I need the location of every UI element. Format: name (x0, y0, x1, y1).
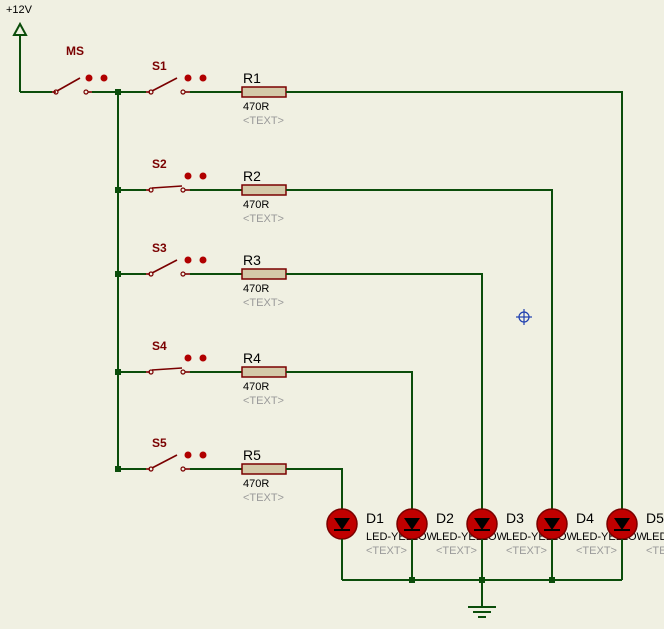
switch-4[interactable]: S4 (146, 339, 207, 375)
led-text: <TEXT> (576, 545, 617, 557)
resistor-value: 470R (243, 381, 269, 393)
junction-dot (549, 577, 555, 583)
junction-dot (115, 89, 121, 95)
junction-dot (115, 271, 121, 277)
ground-symbol[interactable] (468, 580, 496, 618)
resistor-name: R5 (243, 447, 261, 463)
resistor-text: <TEXT> (243, 297, 284, 309)
led-type: LED-YELLOW (646, 531, 664, 543)
switch-3[interactable]: S3 (146, 241, 207, 277)
resistor-text: <TEXT> (243, 213, 284, 225)
resistor-value: 470R (243, 478, 269, 490)
junction-dot (115, 369, 121, 375)
resistor-name: R1 (243, 70, 261, 86)
switch-1[interactable]: S1 (146, 59, 207, 95)
master-switch[interactable]: MS (52, 44, 108, 95)
switch-label: S4 (152, 339, 167, 353)
resistor-1[interactable]: R1 470R <TEXT> (241, 70, 287, 127)
resistor-value: 470R (243, 199, 269, 211)
led-text: <TEXT> (436, 545, 477, 557)
resistor-2[interactable]: R2 470R <TEXT> (241, 168, 287, 225)
resistor-4[interactable]: R4 470R <TEXT> (241, 350, 287, 407)
power-terminal[interactable]: +12V (6, 4, 33, 92)
junction-dot (409, 577, 415, 583)
master-switch-label: MS (66, 44, 84, 58)
led-text: <TEXT> (646, 545, 664, 557)
led-text: <TEXT> (506, 545, 547, 557)
led-name: D2 (436, 510, 454, 526)
led-text: <TEXT> (366, 545, 407, 557)
crosshair-cursor-icon (516, 309, 532, 325)
led-name: D1 (366, 510, 384, 526)
led-name: D3 (506, 510, 524, 526)
junction-dot (115, 466, 121, 472)
switch-label: S5 (152, 436, 167, 450)
switch-2[interactable]: S2 (146, 157, 207, 193)
switch-label: S3 (152, 241, 167, 255)
resistor-name: R2 (243, 168, 261, 184)
junction-dot (115, 187, 121, 193)
resistor-value: 470R (243, 101, 269, 113)
junction-dot (479, 577, 485, 583)
resistor-name: R4 (243, 350, 261, 366)
resistor-value: 470R (243, 283, 269, 295)
switch-label: S2 (152, 157, 167, 171)
power-label: +12V (6, 4, 33, 16)
led-name: D4 (576, 510, 594, 526)
resistor-5[interactable]: R5 470R <TEXT> (241, 447, 287, 504)
led-name: D5 (646, 510, 664, 526)
resistor-text: <TEXT> (243, 115, 284, 127)
resistor-text: <TEXT> (243, 492, 284, 504)
switch-label: S1 (152, 59, 167, 73)
resistor-name: R3 (243, 252, 261, 268)
switch-5[interactable]: S5 (146, 436, 207, 472)
power-arrow-icon (12, 21, 28, 36)
resistor-3[interactable]: R3 470R <TEXT> (241, 252, 287, 309)
resistor-text: <TEXT> (243, 395, 284, 407)
